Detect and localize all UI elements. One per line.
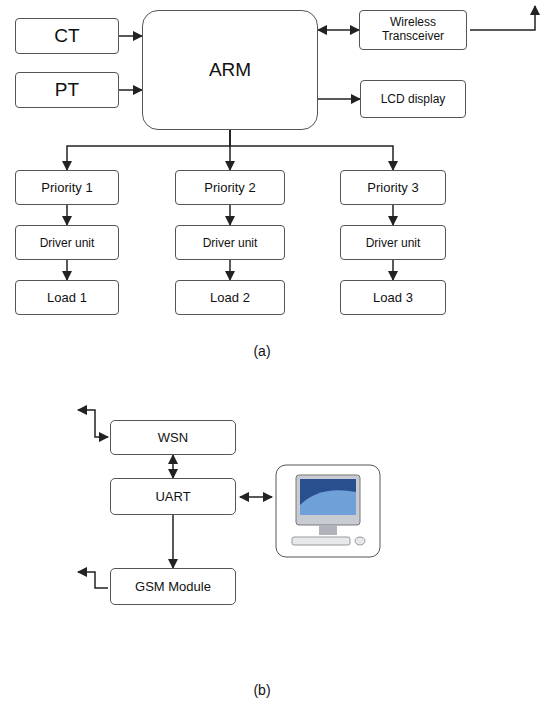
connector-arrow (392, 260, 394, 280)
connector-arrow (172, 455, 174, 478)
load-box: Load 3 (340, 280, 446, 315)
connector-arrow (318, 98, 360, 100)
connector-arrow (172, 515, 174, 568)
connector-arrow (392, 205, 394, 225)
connector-arrow (230, 130, 393, 170)
node-text: Driver unit (203, 236, 258, 250)
connector-arrow (67, 130, 230, 170)
connector-arrow (66, 205, 68, 225)
module-box: UART (110, 478, 236, 515)
node-text: ARM (209, 59, 251, 81)
node-text: Priority 2 (204, 180, 255, 195)
node-text: Driver unit (366, 236, 421, 250)
antenna-line (78, 410, 108, 437)
node-text: CT (54, 25, 79, 47)
load-box: Load 2 (175, 280, 285, 315)
node-text: Load 3 (373, 290, 413, 305)
module-box: Wireless Transceiver (359, 10, 467, 50)
node-text: LCD display (381, 92, 446, 106)
connector-arrow (229, 205, 231, 225)
driver-box: Driver unit (15, 225, 119, 260)
driver-box: Driver unit (340, 225, 446, 260)
figure-label: (b) (253, 682, 270, 698)
node-text: Wireless Transceiver (366, 16, 460, 44)
figure-label: (a) (253, 343, 270, 359)
module-box: WSN (110, 420, 236, 455)
connector-arrow (119, 35, 142, 37)
antenna-line (470, 6, 535, 30)
antenna-line (78, 572, 108, 588)
sensor-box: CT (15, 18, 119, 54)
priority-box: Priority 2 (175, 170, 285, 205)
controller-box: ARM (142, 10, 318, 130)
node-text: Priority 1 (41, 180, 92, 195)
driver-box: Driver unit (175, 225, 285, 260)
node-text: UART (155, 489, 190, 504)
connector-arrow (229, 260, 231, 280)
connector-arrow (66, 260, 68, 280)
sensor-box: PT (15, 72, 119, 108)
node-text: Driver unit (40, 236, 95, 250)
priority-box: Priority 3 (340, 170, 446, 205)
node-text: WSN (158, 430, 188, 445)
serial-link (240, 496, 272, 498)
node-text: GSM Module (135, 579, 211, 594)
module-box: GSM Module (110, 568, 236, 605)
node-text: Load 1 (47, 290, 87, 305)
node-text: Priority 3 (367, 180, 418, 195)
connector-arrow (318, 29, 359, 31)
node-text: Load 2 (210, 290, 250, 305)
load-box: Load 1 (15, 280, 119, 315)
priority-box: Priority 1 (15, 170, 119, 205)
node-text: PT (55, 79, 79, 101)
module-box: LCD display (360, 80, 466, 118)
connector-arrow (119, 89, 142, 91)
computer-icon (276, 465, 380, 557)
